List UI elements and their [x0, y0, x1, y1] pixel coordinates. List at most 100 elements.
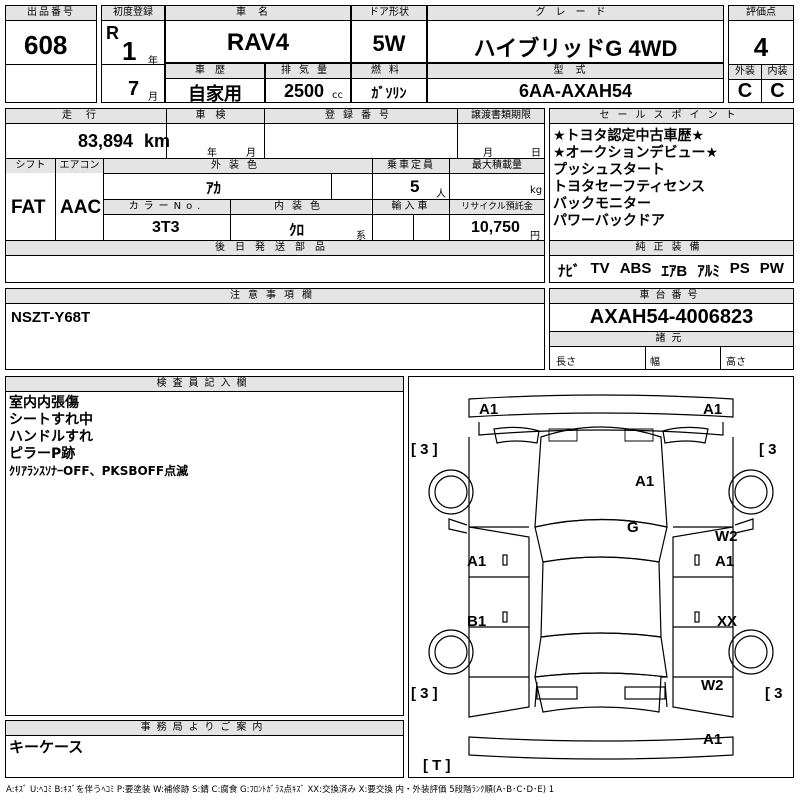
- first-reg-label: 初度登録: [102, 6, 164, 20]
- displacement-value: 2500: [284, 81, 325, 101]
- era-value: R: [106, 23, 119, 43]
- sales-points: セールスポイント ★トヨタ認定中古車歴★ ★オークションデビュー★ プッシュスタ…: [549, 108, 794, 283]
- displacement-cell: 排気量 2500 cc: [265, 63, 351, 103]
- office-label: 事務局よりご案内: [6, 721, 403, 735]
- inspector-line: シートすれ中: [9, 412, 93, 428]
- equipment-item: ｱﾙﾐ: [697, 263, 720, 280]
- chassis-value: AXAH54-4006823: [589, 306, 754, 328]
- notes-label: 注意事項欄: [6, 289, 544, 303]
- equipment-item: ABS: [619, 260, 652, 277]
- first-reg-cell: 初度登録 R 1 年 7 月: [101, 5, 165, 103]
- model-cell: 車名 RAV4: [165, 5, 351, 63]
- mark-right-rear-fender: W2: [701, 677, 724, 694]
- displacement-unit: cc: [332, 90, 343, 101]
- lot-cell: 出品番号 608: [5, 5, 97, 103]
- grade-cell: グレード ハイブリッドG 4WD: [427, 5, 724, 63]
- mark-left-front-door: A1: [467, 553, 487, 570]
- ac-label: エアコン: [56, 159, 103, 173]
- recycle-label: リサイクル預託金: [450, 200, 544, 214]
- interior-value: ｸﾛ: [289, 222, 305, 239]
- shift-label: シフト: [6, 159, 55, 173]
- inspector-line: 室内内張傷: [9, 395, 79, 411]
- doors-value: 5W: [372, 31, 406, 56]
- interior-unit: 系: [356, 231, 366, 242]
- chassis-box: 車台番号 AXAH54-4006823 諸元 長さ 幅 高さ: [549, 288, 794, 370]
- inspector-box: 検査員記入欄 室内内張傷 シートすれ中 ハンドルすれ ピラーP跡 ｸﾘｱﾗﾝｽｿ…: [5, 376, 404, 716]
- load-unit: kg: [530, 185, 543, 196]
- mark-right-rear-door: XX: [717, 613, 738, 630]
- inspection-year-unit: 年: [207, 148, 217, 159]
- inspector-line: ハンドルすれ: [9, 429, 93, 445]
- shift-value: FAT: [11, 197, 46, 218]
- width-label: 幅: [650, 357, 660, 368]
- mark-left-rear-door: B1: [467, 613, 487, 630]
- color-value: ｱｶ: [206, 180, 222, 197]
- year-unit: 年: [148, 56, 158, 67]
- sales-item: ★トヨタ認定中古車歴★: [553, 128, 705, 144]
- load-label: 最大積載量: [450, 159, 544, 173]
- mileage-label: 走行: [6, 109, 166, 123]
- color-no-value: 3T3: [152, 219, 180, 236]
- mark-bonnet: A1: [635, 473, 655, 490]
- equipment-list: ﾅﾋﾞ TV ABS ｴｱB ｱﾙﾐ PS PW: [558, 260, 784, 281]
- fuel-label: 燃料: [352, 64, 426, 78]
- displacement-label: 排気量: [266, 64, 350, 78]
- office-box: 事務局よりご案内 キーケース: [5, 720, 404, 778]
- grade-label: グレード: [428, 6, 723, 20]
- capacity-label: 乗車定員: [373, 159, 449, 173]
- mark-front-left: A1: [479, 401, 499, 418]
- type-label: 型式: [428, 64, 723, 78]
- sales-item: プッシュスタート: [553, 162, 665, 178]
- mark-right-front-door: A1: [715, 553, 735, 570]
- lot-label: 出品番号: [6, 6, 96, 20]
- month-unit: 月: [148, 92, 158, 103]
- equipment-item: ｴｱB: [661, 263, 688, 280]
- length-label: 長さ: [556, 357, 576, 368]
- mark-tire-rl: [ 3 ]: [411, 685, 438, 702]
- inspector-line: ピラーP跡: [9, 446, 76, 462]
- mileage-unit: km: [144, 131, 171, 151]
- dims-label: 諸元: [550, 332, 793, 346]
- type-value: 6AA-AXAH54: [518, 81, 633, 101]
- mark-tire-fl: [ 3 ]: [411, 441, 438, 458]
- ext-value: C: [737, 80, 753, 102]
- fuel-value: ｶﾞｿﾘﾝ: [371, 85, 407, 101]
- month-value: 7: [128, 78, 140, 100]
- interior-label: 内装色: [231, 200, 371, 214]
- model-value: RAV4: [226, 29, 290, 56]
- lot-number: 608: [24, 30, 68, 60]
- notes-value: NSZT-Y68T: [11, 309, 91, 326]
- color-no-label: カラーNo.: [104, 200, 230, 214]
- ext-label: 外装: [729, 65, 761, 79]
- mark-front-right: A1: [703, 401, 723, 418]
- vehicle-details: 走行 車検 登録番号 譲渡書類期限 83,894 km 年 月 月 日 シフト …: [5, 108, 545, 283]
- int-value: C: [770, 80, 785, 102]
- mark-tire-fr: [ 3: [759, 441, 777, 458]
- doors-label: ドア形状: [352, 6, 426, 20]
- equipment-item: PS: [729, 260, 750, 277]
- mark-spare: [ T ]: [423, 757, 451, 774]
- type-cell: 型式 6AA-AXAH54: [427, 63, 724, 103]
- mark-windshield: G: [627, 519, 639, 536]
- recycle-unit: 円: [530, 231, 540, 242]
- height-label: 高さ: [726, 357, 746, 368]
- spare-value: T: [432, 757, 442, 774]
- sales-item: トヨタセーフティセンス: [553, 179, 706, 195]
- mark-right-front-fender: W2: [715, 528, 738, 545]
- tire-fl-value: 3: [420, 441, 429, 458]
- mark-tire-rr: [ 3: [765, 685, 783, 702]
- later-parts-label: 後日発送部品: [6, 241, 544, 255]
- equipment-item: TV: [590, 260, 610, 277]
- grade-value: ハイブリッドG 4WD: [473, 36, 678, 61]
- history-cell: 車歴 自家用: [165, 63, 265, 105]
- chassis-label: 車台番号: [550, 289, 793, 303]
- car-diagram: A1 A1 [ 3 ] [ 3 A1 G W2 A1 A1 B1 XX [ 3 …: [408, 376, 794, 778]
- equipment-label: 純正装備: [550, 241, 793, 255]
- sales-item: バックモニター: [553, 196, 651, 212]
- model-label: 車名: [166, 6, 350, 20]
- office-value: キーケース: [9, 738, 84, 756]
- plate-label: 登録番号: [265, 109, 457, 123]
- inspection-label: 車検: [167, 109, 264, 123]
- notes-box: 注意事項欄 NSZT-Y68T: [5, 288, 545, 370]
- car-outline: [428, 394, 774, 760]
